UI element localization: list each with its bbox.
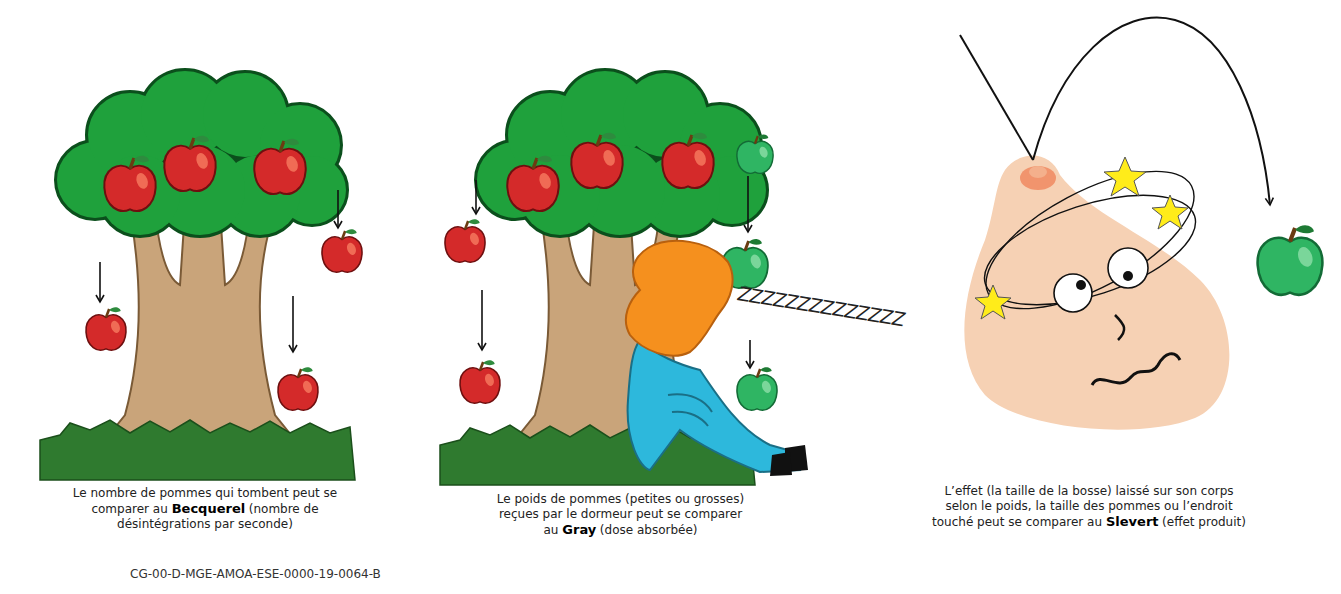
tree-canopy-outline — [477, 71, 766, 235]
reference-code-block: CG-00-D-MGE-AMOA-ESE-0000-19-0064-B — [130, 567, 381, 581]
sleeper-hair — [626, 241, 733, 356]
unit-name: Gray — [562, 522, 596, 537]
red-apple — [254, 139, 305, 194]
red-apple — [322, 229, 362, 272]
caption: (dose absorbée) — [600, 523, 698, 537]
snore-text-block: ZZZZZZZZZZZZZZ — [735, 282, 908, 330]
sleeper-arms — [668, 394, 712, 426]
nose — [1115, 315, 1124, 340]
bounce-arrow — [1033, 18, 1270, 205]
fall-line — [960, 35, 1033, 160]
bump — [1020, 166, 1056, 190]
red-apple — [86, 307, 126, 350]
fall-arrow — [292, 296, 294, 352]
eye — [1108, 248, 1148, 288]
green-apple — [1258, 225, 1323, 295]
grass — [40, 420, 355, 480]
red-apple — [104, 156, 155, 211]
caption-block: L’effet (la taille de la bosse) laissé s… — [930, 484, 1248, 530]
tree-canopy — [57, 71, 346, 235]
fall-arrow — [475, 180, 477, 214]
reference-code: CG-00-D-MGE-AMOA-ESE-0000-19-0064-B — [130, 567, 381, 581]
sleeper-body — [628, 340, 800, 472]
shoe — [770, 452, 792, 476]
unit-name: Slevert — [1106, 514, 1159, 529]
star — [1152, 195, 1188, 229]
eye — [1054, 274, 1092, 312]
green-apple — [737, 367, 777, 410]
dizzy-head — [964, 156, 1229, 430]
snore-text: ZZZZZZZZZZZZZZ — [735, 282, 908, 330]
star — [975, 285, 1011, 319]
pupil — [1076, 280, 1086, 290]
caption-block: Le nombre de pommes qui tombent peut se … — [55, 486, 355, 532]
unit-name: Becquerel — [172, 501, 246, 516]
fall-arrow — [99, 262, 101, 302]
tree-canopy — [477, 71, 766, 235]
bump-highlight — [1029, 166, 1047, 178]
dizzy-orbit — [966, 144, 1214, 337]
star — [1104, 157, 1146, 196]
caption: (effet produit) — [1162, 515, 1246, 529]
red-apple — [662, 133, 713, 188]
fall-arrow — [749, 340, 751, 368]
dizzy-orbit — [971, 173, 1208, 327]
red-apple — [278, 367, 318, 410]
red-apple — [164, 136, 215, 191]
red-apple — [445, 219, 485, 262]
fall-arrow — [337, 190, 339, 228]
fall-arrow — [747, 176, 749, 232]
caption-block: Le poids de pommes (petites ou grosses) … — [478, 492, 763, 538]
red-apple — [571, 133, 622, 188]
red-apple — [460, 360, 500, 403]
pupil — [1123, 271, 1133, 281]
red-apple — [507, 156, 558, 211]
fall-arrow — [481, 290, 483, 350]
tree-canopy-outline — [57, 71, 346, 235]
tree-trunk — [105, 210, 295, 440]
green-apple — [737, 134, 773, 173]
mouth — [1092, 354, 1180, 385]
